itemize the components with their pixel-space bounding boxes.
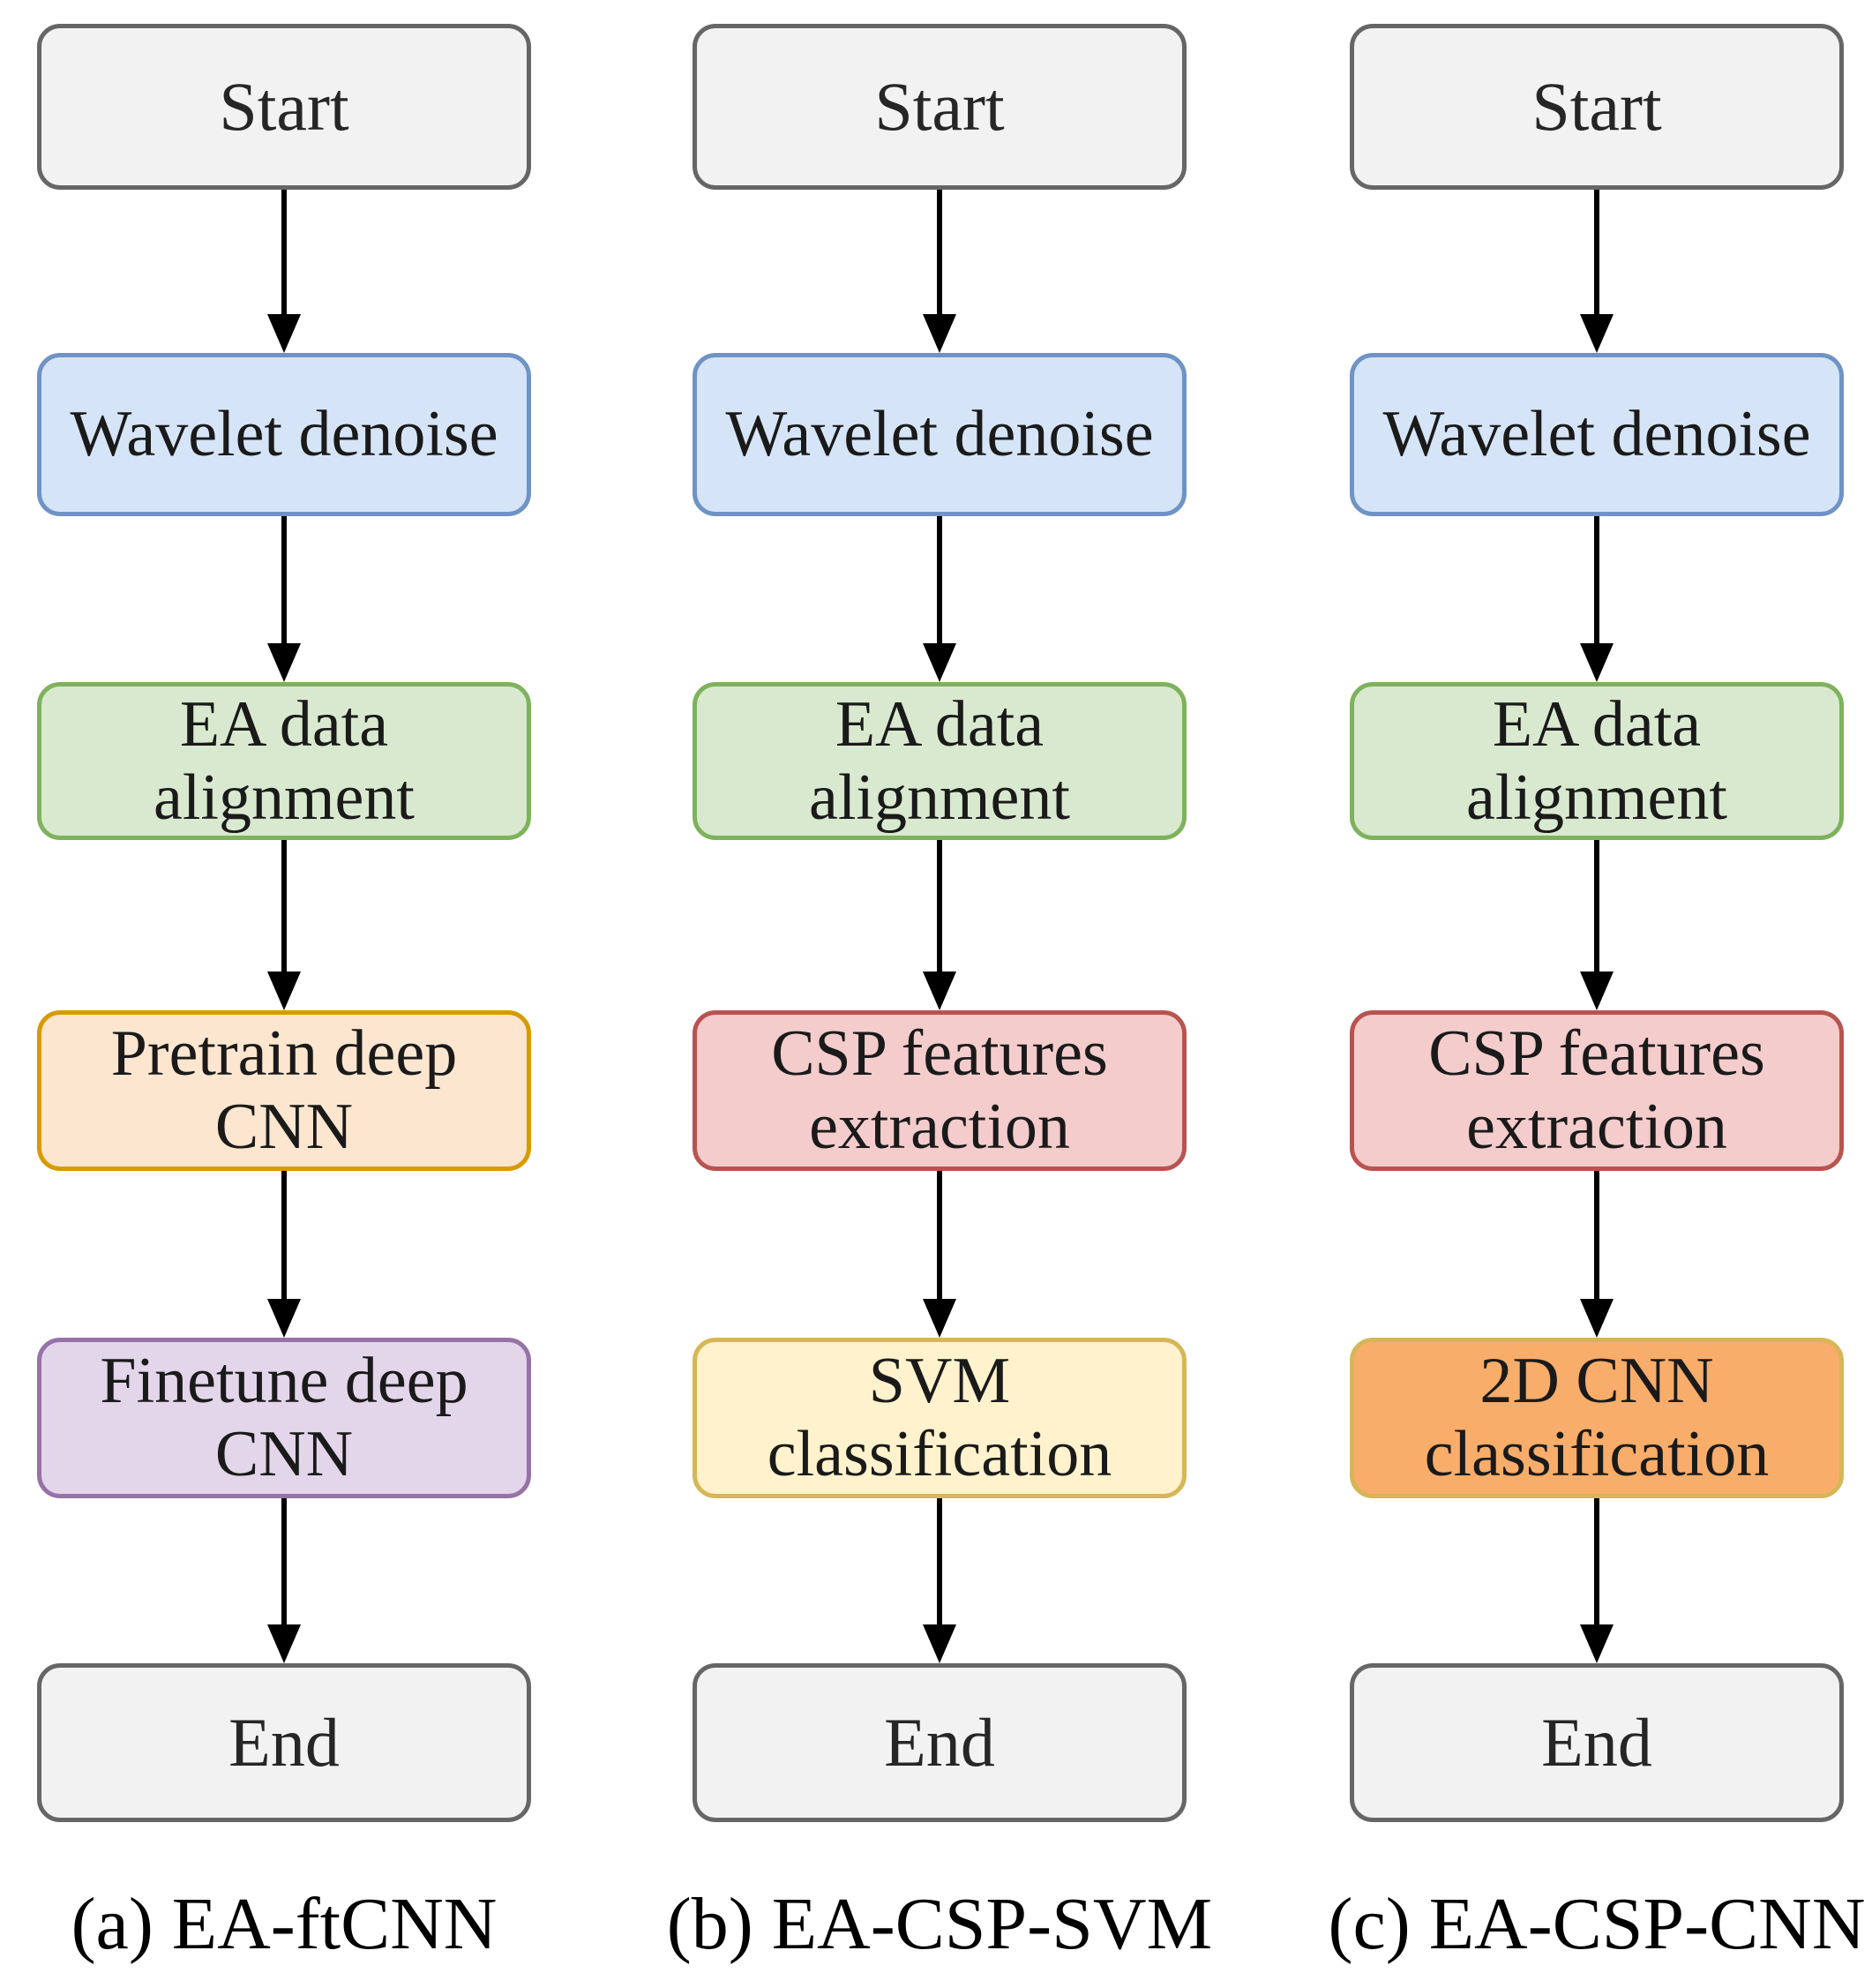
node-b-ea-data-alignment-label: EA data alignment [809,687,1070,834]
node-a-start[interactable]: Start [37,24,531,190]
arrow-c-csp-to-cnn2d [1580,1171,1614,1338]
node-a-end-label: End [228,1704,340,1782]
node-b-wavelet-denoise[interactable]: Wavelet denoise [693,353,1187,516]
arrow-a-pretrain-to-finetune [267,1171,301,1338]
node-a-ea-data-alignment-label: EA data alignment [154,687,415,834]
node-c-end[interactable]: End [1350,1663,1844,1822]
node-c-csp-features-extraction-label: CSP features extraction [1428,1017,1765,1163]
arrow-b-align-to-csp [923,840,956,1010]
node-c-wavelet-denoise[interactable]: Wavelet denoise [1350,353,1844,516]
caption-c: (c) EA-CSP-CNN [1328,1883,1866,1965]
node-b-csp-features-extraction-label: CSP features extraction [771,1017,1108,1163]
arrow-b-svm-to-end [923,1498,956,1663]
arrow-c-cnn2d-to-end [1580,1498,1614,1663]
arrow-a-denoise-to-align [267,516,301,682]
node-b-start[interactable]: Start [693,24,1187,190]
node-b-end[interactable]: End [693,1663,1187,1822]
node-c-end-label: End [1541,1704,1652,1782]
arrow-a-start-to-denoise [267,190,301,353]
node-c-ea-data-alignment-label: EA data alignment [1466,687,1727,834]
caption-b: (b) EA-CSP-SVM [666,1883,1213,1965]
arrow-c-start-to-denoise [1580,190,1614,353]
node-c-2d-cnn-classification-label: 2D CNN classification [1424,1345,1770,1490]
node-c-ea-data-alignment[interactable]: EA data alignment [1350,682,1844,840]
node-b-start-label: Start [874,68,1005,146]
node-b-svm-classification-label: SVM classification [767,1345,1112,1490]
node-a-end[interactable]: End [37,1663,531,1822]
node-a-wavelet-denoise[interactable]: Wavelet denoise [37,353,531,516]
caption-a: (a) EA-ftCNN [71,1883,498,1965]
arrow-c-denoise-to-align [1580,516,1614,682]
arrow-c-align-to-csp [1580,840,1614,1010]
node-b-ea-data-alignment[interactable]: EA data alignment [693,682,1187,840]
node-a-pretrain-deep-cnn[interactable]: Pretrain deep CNN [37,1010,531,1171]
node-a-finetune-deep-cnn-label: Finetune deep CNN [100,1345,468,1490]
node-b-wavelet-denoise-label: Wavelet denoise [725,398,1154,471]
arrow-b-csp-to-svm [923,1171,956,1338]
node-c-start-label: Start [1531,68,1662,146]
node-a-start-label: Start [219,68,349,146]
flow-column-b: Start Wavelet denoise EA data alignment … [667,0,1212,1988]
node-c-start[interactable]: Start [1350,24,1844,190]
arrow-b-start-to-denoise [923,190,956,353]
arrow-a-finetune-to-end [267,1498,301,1663]
node-a-finetune-deep-cnn[interactable]: Finetune deep CNN [37,1338,531,1498]
arrow-a-align-to-pretrain [267,840,301,1010]
flow-column-c: Start Wavelet denoise EA data alignment … [1329,0,1865,1988]
node-b-end-label: End [884,1704,995,1782]
node-c-2d-cnn-classification[interactable]: 2D CNN classification [1350,1338,1844,1498]
node-a-pretrain-deep-cnn-label: Pretrain deep CNN [110,1017,458,1163]
flow-column-a: Start Wavelet denoise EA data alignment … [37,0,531,1988]
node-b-csp-features-extraction[interactable]: CSP features extraction [693,1010,1187,1171]
node-a-wavelet-denoise-label: Wavelet denoise [70,398,498,471]
node-b-svm-classification[interactable]: SVM classification [693,1338,1187,1498]
node-c-csp-features-extraction[interactable]: CSP features extraction [1350,1010,1844,1171]
arrow-b-denoise-to-align [923,516,956,682]
node-c-wavelet-denoise-label: Wavelet denoise [1382,398,1811,471]
node-a-ea-data-alignment[interactable]: EA data alignment [37,682,531,840]
